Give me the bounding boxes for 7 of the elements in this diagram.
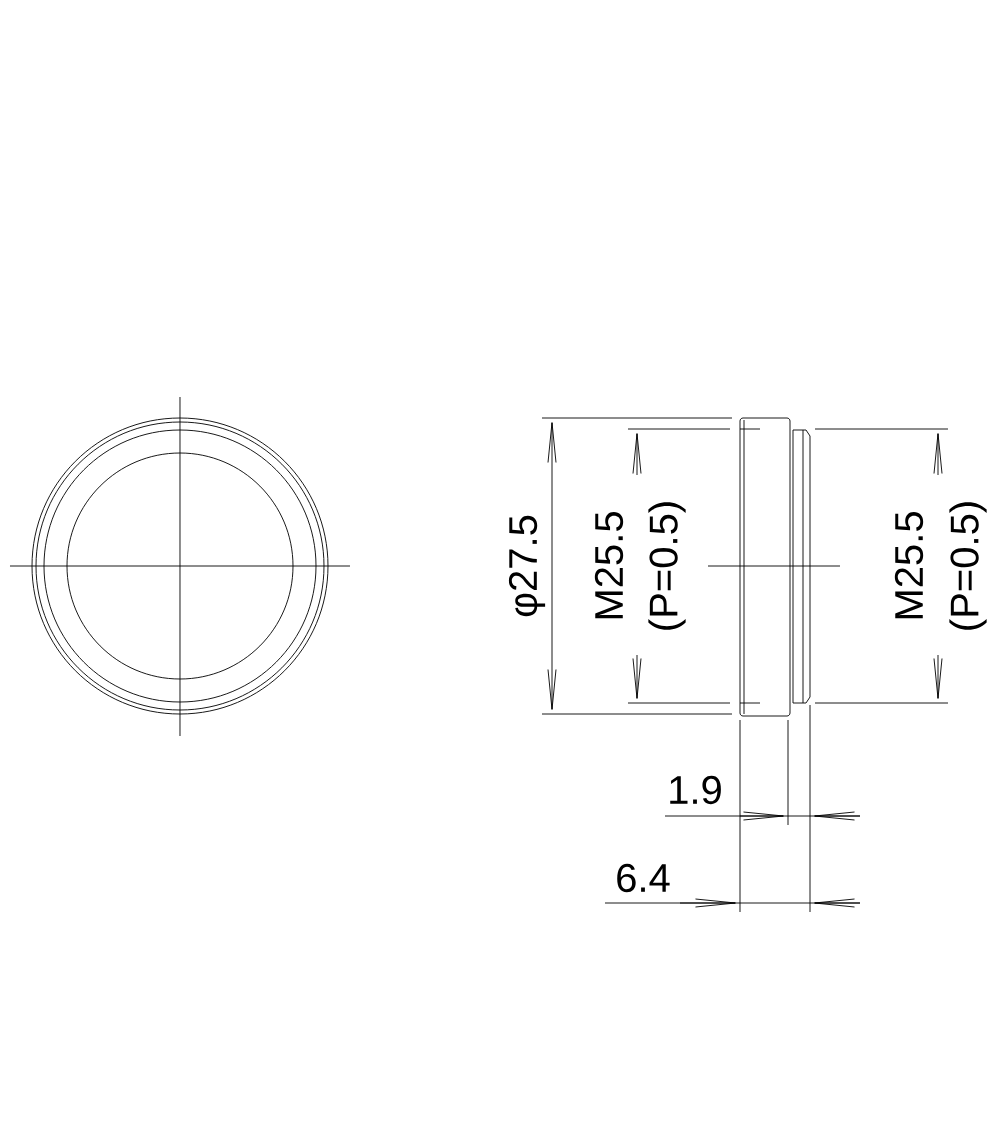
- dimension-text: (P=0.5): [949, 502, 987, 630]
- dimension-text: M25.5: [594, 512, 624, 619]
- dimension-text: (P=0.5): [648, 502, 686, 630]
- dimension-text: 1.9: [670, 775, 721, 805]
- dimension-text: M25.5: [894, 512, 924, 619]
- dimension-text: 6.4: [617, 863, 670, 893]
- dimension-text: φ27.5: [508, 515, 546, 617]
